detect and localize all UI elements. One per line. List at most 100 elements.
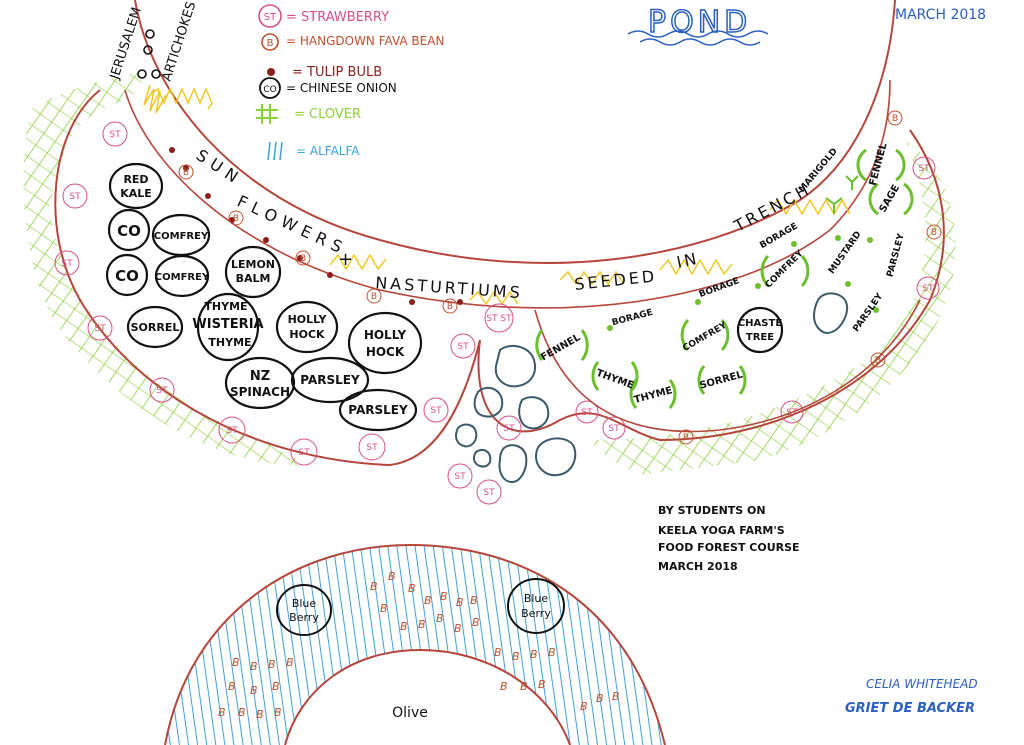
- bean-mark: B: [286, 656, 294, 669]
- bean-mark: B: [418, 618, 426, 631]
- credit-line: MARCH 2018: [658, 560, 738, 573]
- sprout-icon: [845, 175, 859, 190]
- strawberry-legend-label: = STRAWBERRY: [286, 10, 389, 25]
- svg-text:ST: ST: [69, 192, 81, 202]
- svg-text:ST: ST: [608, 424, 620, 434]
- plant-label: THYME: [633, 385, 674, 406]
- svg-text:ST: ST: [156, 386, 168, 396]
- bean-mark: B: [470, 594, 478, 607]
- clover-legend-label: = CLOVER: [294, 107, 361, 122]
- pond-edge: [134, 0, 896, 265]
- tulip-bulb-icon: [183, 165, 189, 171]
- svg-text:ST: ST: [94, 324, 106, 334]
- plant-label: RED: [123, 173, 148, 186]
- strawberry: ST: [916, 276, 940, 300]
- bottom-bed-beans: B B B B B B B B B B B B B B B B B B B B …: [218, 570, 620, 721]
- pond-label: POND: [648, 5, 751, 40]
- svg-text:ST: ST: [298, 448, 310, 458]
- leaf-mark: [630, 361, 639, 391]
- fava-bean: B: [678, 429, 694, 445]
- strawberry: ST: [102, 121, 128, 147]
- svg-text:ST: ST: [457, 342, 469, 352]
- alfalfa-legend-label: = ALFALFA: [296, 144, 360, 158]
- seed-dot: [791, 241, 797, 247]
- bean-mark: B: [548, 646, 556, 659]
- strawberry: ST: [423, 397, 449, 423]
- bottom-bed-inner-edge: [284, 648, 571, 745]
- legend-clover: = CLOVER: [256, 104, 361, 124]
- date-label: MARCH 2018: [895, 7, 986, 23]
- svg-text:ST: ST: [581, 408, 593, 418]
- svg-text:ST: ST: [61, 259, 73, 269]
- svg-text:B: B: [447, 302, 453, 312]
- bean-mark: B: [456, 596, 464, 609]
- right-bed-leaf-marks: [535, 148, 914, 409]
- fava-bean: B: [926, 224, 942, 240]
- plant-label: PARSLEY: [348, 403, 408, 417]
- stone: [473, 386, 504, 418]
- clover-border-left: [23, 70, 311, 466]
- leaf-mark: [720, 318, 730, 352]
- plant-label: SORREL: [131, 321, 180, 334]
- seed-dots: [607, 235, 879, 331]
- svg-text:ST ST: ST ST: [486, 314, 512, 324]
- bean-mark: B: [250, 684, 258, 697]
- wave-icon: [639, 38, 761, 46]
- stone: [494, 344, 536, 388]
- strawberry: ST: [358, 433, 386, 461]
- bottom-bed-labels: Blue Berry Blue Berry Olive: [289, 592, 551, 721]
- credit-line: KEELA YOGA FARM'S: [658, 524, 785, 537]
- plant-label: FENNEL: [868, 141, 890, 187]
- plant-label: PARSLEY: [885, 232, 906, 278]
- bean-mark: B: [494, 646, 502, 659]
- leaf-mark: [668, 379, 677, 409]
- trench-word: SEEDED: [573, 266, 658, 294]
- right-bed-edge: [534, 299, 921, 433]
- plant-circle: [224, 245, 282, 299]
- leaf-mark: [895, 148, 906, 182]
- plant-label: MUSTARD: [827, 230, 864, 276]
- bean-mark: B: [500, 680, 508, 693]
- bed-outer-edge: [54, 89, 945, 467]
- leaf-mark: [903, 182, 914, 216]
- plant-label: FENNEL: [539, 332, 583, 364]
- tulip-legend-label: = TULIP BULB: [292, 65, 382, 80]
- plant-label: HOCK: [289, 328, 325, 341]
- fava-bean-icon: [261, 33, 279, 51]
- clover-hatch-icon: [256, 104, 278, 124]
- bean-mark: B: [512, 650, 520, 663]
- svg-text:B: B: [300, 254, 306, 264]
- leaf-mark: [856, 148, 867, 182]
- plant-circle: [105, 253, 149, 297]
- leaf-mark: [697, 365, 706, 395]
- bean-mark: B: [218, 706, 226, 719]
- bean-mark: B: [580, 700, 588, 713]
- plant-label: COMFREY: [154, 231, 209, 242]
- bean-mark: B: [472, 616, 480, 629]
- fava-beans: B B B B B B B B B: [178, 110, 942, 445]
- artichoke-icon: [137, 69, 147, 79]
- svg-text:ST: ST: [366, 443, 378, 453]
- alfalfa-bed: [165, 545, 665, 745]
- artichoke-label-2: ARTICHOKES: [160, 0, 200, 83]
- plant-label: WISTERIA: [192, 317, 263, 332]
- plant-label: SAGE: [878, 183, 903, 215]
- plant-label: PARSLEY: [300, 373, 360, 387]
- seed-dot: [845, 281, 851, 287]
- trench-word: IN: [675, 249, 701, 272]
- olive-label: Olive: [392, 705, 428, 721]
- stone: [455, 423, 478, 448]
- tulip-bulb-icon: [297, 255, 303, 261]
- plant-label: Blue: [292, 597, 317, 610]
- plant-label: LEMON: [231, 258, 275, 271]
- bean-mark: B: [250, 660, 258, 673]
- blueberry-circle-2: [507, 578, 565, 634]
- svg-text:ST: ST: [226, 426, 238, 436]
- fava-bean: B: [228, 210, 244, 226]
- plant-circle: [338, 388, 418, 432]
- svg-text:B: B: [683, 433, 689, 443]
- plant-label: NZ: [250, 369, 270, 384]
- fava-bean: B: [178, 164, 194, 180]
- strawberry: ST: [912, 156, 936, 180]
- artichoke-icon: [145, 29, 155, 39]
